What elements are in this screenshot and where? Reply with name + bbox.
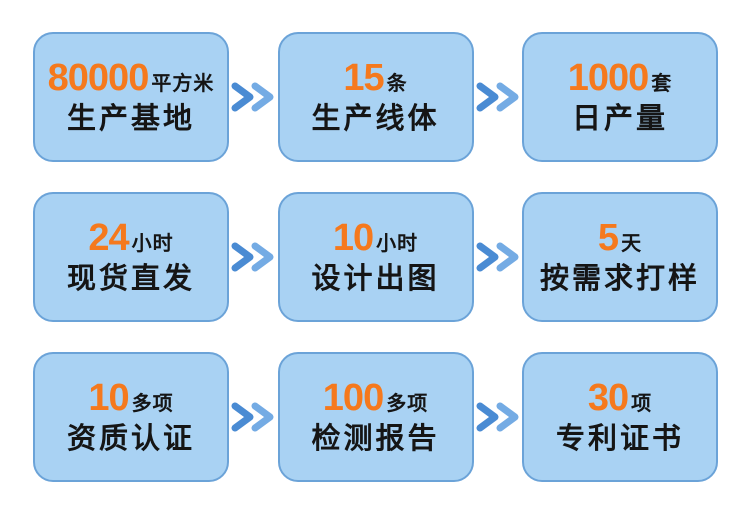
- stat-label: 专利证书: [555, 422, 684, 455]
- stat-label: 按需求打样: [539, 262, 700, 295]
- stat-numline: 1000 套: [568, 59, 673, 97]
- stat-unit: 天: [621, 232, 643, 255]
- double-chevron-right-icon: [476, 402, 519, 432]
- stat-label: 生产线体: [311, 102, 440, 135]
- stat-numline: 15 条: [343, 59, 407, 97]
- double-chevron-right-icon: [231, 242, 274, 272]
- stat-numline: 10 多项: [88, 379, 173, 417]
- stat-card-daily-output: 1000 套 日产量: [522, 32, 718, 162]
- double-chevron-right-icon: [476, 242, 519, 272]
- stat-unit: 小时: [376, 232, 419, 255]
- stat-card-certifications: 10 多项 资质认证: [33, 352, 229, 482]
- stats-row-2: 24 小时 现货直发 10 小时 设计出图 5: [33, 192, 718, 322]
- stat-numline: 24 小时: [88, 219, 173, 257]
- stat-label: 设计出图: [311, 262, 440, 295]
- arrow-slot: [229, 242, 278, 272]
- double-chevron-right-icon: [231, 82, 274, 112]
- stat-number: 100: [322, 376, 384, 419]
- stat-unit: 多项: [386, 392, 429, 415]
- stat-card-sampling: 5 天 按需求打样: [522, 192, 718, 322]
- stat-unit: 多项: [131, 392, 174, 415]
- stat-unit: 小时: [131, 232, 174, 255]
- stat-unit: 平方米: [151, 72, 215, 95]
- stat-card-patents: 30 项 专利证书: [522, 352, 718, 482]
- stat-label: 检测报告: [311, 422, 440, 455]
- stat-card-production-lines: 15 条 生产线体: [277, 32, 474, 162]
- stat-card-stock-shipping: 24 小时 现货直发: [33, 192, 229, 322]
- stat-number: 5: [597, 216, 619, 259]
- stat-label: 现货直发: [66, 262, 195, 295]
- stat-unit: 套: [651, 72, 673, 95]
- stat-unit: 条: [386, 72, 408, 95]
- stat-card-test-reports: 100 多项 检测报告: [277, 352, 474, 482]
- stat-number: 10: [332, 216, 374, 259]
- stat-numline: 5 天: [598, 219, 642, 257]
- stat-number: 80000: [47, 56, 150, 99]
- arrow-slot: [229, 82, 278, 112]
- stat-label: 生产基地: [66, 102, 195, 135]
- stat-label: 资质认证: [66, 422, 195, 455]
- stat-label: 日产量: [571, 102, 668, 135]
- stat-numline: 30 项: [588, 379, 652, 417]
- stat-number: 24: [88, 216, 129, 259]
- double-chevron-right-icon: [231, 402, 274, 432]
- stat-number: 1000: [567, 56, 650, 99]
- arrow-slot: [474, 82, 523, 112]
- arrow-slot: [474, 242, 523, 272]
- stat-number: 30: [587, 376, 629, 419]
- stat-unit: 项: [631, 392, 653, 415]
- stat-numline: 10 小时: [333, 219, 418, 257]
- stat-card-production-base: 80000 平方米 生产基地: [33, 32, 229, 162]
- stat-numline: 80000 平方米: [48, 59, 215, 97]
- stat-number: 10: [88, 376, 129, 419]
- double-chevron-right-icon: [476, 82, 519, 112]
- stats-row-3: 10 多项 资质认证 100 多项 检测报告 3: [33, 352, 718, 482]
- arrow-slot: [474, 402, 523, 432]
- stat-numline: 100 多项: [323, 379, 428, 417]
- stat-number: 15: [343, 56, 384, 99]
- arrow-slot: [229, 402, 278, 432]
- stats-row-1: 80000 平方米 生产基地 15 条 生产线体: [33, 32, 718, 162]
- stat-card-design-drawings: 10 小时 设计出图: [277, 192, 474, 322]
